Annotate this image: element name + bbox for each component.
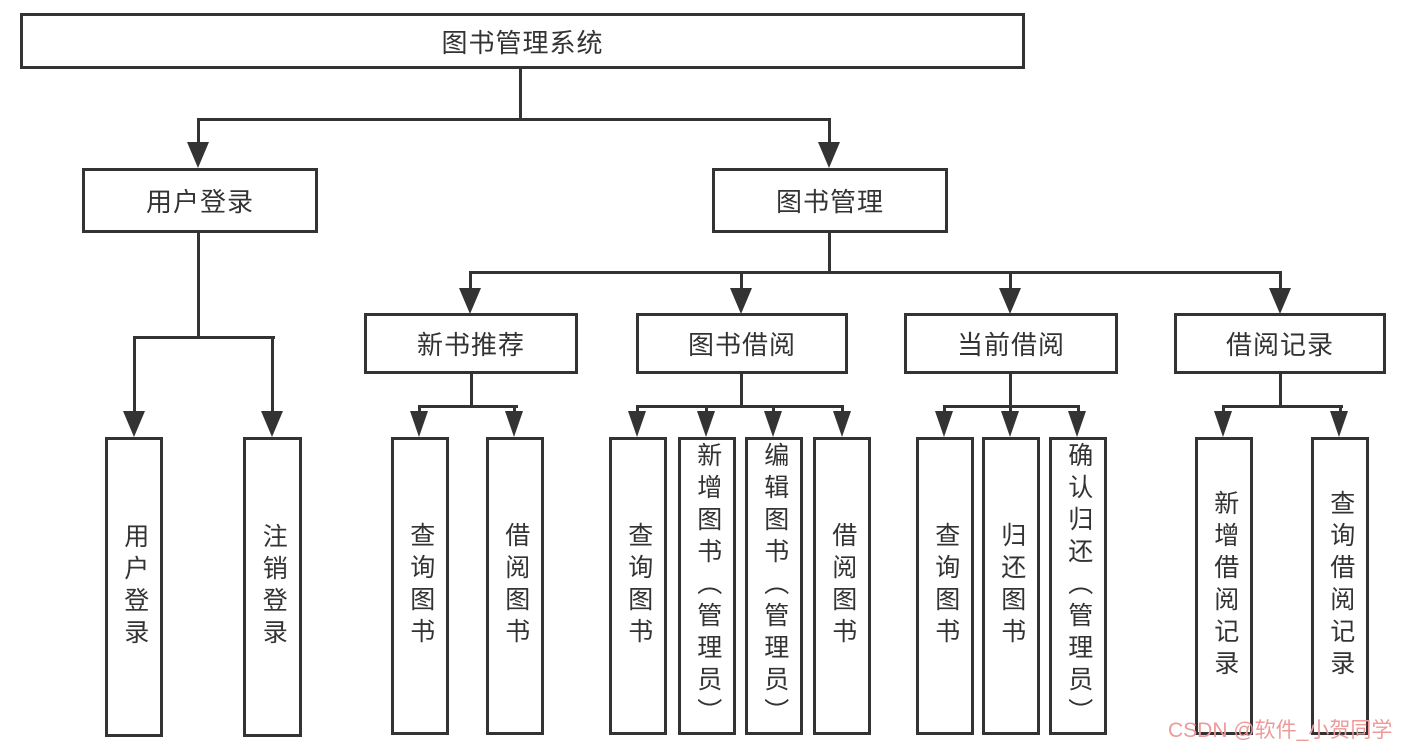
node-book-management-label: 图书管理 xyxy=(775,187,884,217)
connector-line xyxy=(197,118,200,146)
connector-line xyxy=(513,405,516,415)
leaf-logout-label: 注销登录 xyxy=(259,523,288,651)
arrowhead-down-icon xyxy=(999,288,1021,314)
leaf-query-borrow-record: 查询借阅记录 xyxy=(1311,437,1369,735)
arrowhead-down-icon xyxy=(697,411,715,437)
arrowhead-down-icon xyxy=(935,411,953,437)
arrowhead-down-icon xyxy=(505,411,523,437)
connector-line xyxy=(1009,271,1012,293)
node-book-borrowing: 图书借阅 xyxy=(636,313,848,374)
leaf-borrow-books-borrowing: 借阅图书 xyxy=(813,437,871,735)
leaf-query-books-current: 查询图书 xyxy=(916,437,974,735)
connector-line xyxy=(271,336,274,412)
leaf-borrow-books-recommend-label: 借阅图书 xyxy=(501,522,530,650)
node-user-login-label: 用户登录 xyxy=(145,187,254,217)
connector-line xyxy=(418,405,421,415)
leaf-edit-book-admin: 编辑图书（管理员） xyxy=(745,437,803,735)
leaf-confirm-return-admin-label: 确认归还（管理员） xyxy=(1064,442,1093,730)
connector-line xyxy=(519,68,522,121)
arrowhead-down-icon xyxy=(187,142,209,168)
connector-line xyxy=(828,233,831,274)
arrowhead-down-icon xyxy=(261,411,283,437)
leaf-user-login-label: 用户登录 xyxy=(120,523,149,651)
leaf-add-book-admin-label: 新增图书（管理员） xyxy=(693,442,722,730)
arrowhead-down-icon xyxy=(764,411,782,437)
connector-line xyxy=(1279,374,1282,408)
connector-line xyxy=(1077,405,1080,415)
arrowhead-down-icon xyxy=(628,411,646,437)
node-borrowing-records-label: 借阅记录 xyxy=(1225,330,1334,360)
connector-line xyxy=(740,374,743,408)
leaf-add-book-admin: 新增图书（管理员） xyxy=(678,437,736,735)
node-root-label: 图书管理系统 xyxy=(441,27,604,58)
connector-line xyxy=(636,405,844,408)
leaf-borrow-books-borrowing-label: 借阅图书 xyxy=(828,522,857,650)
node-current-borrowing-label: 当前借阅 xyxy=(956,330,1065,360)
leaf-add-borrow-record-label: 新增借阅记录 xyxy=(1210,490,1239,682)
connector-line xyxy=(133,336,136,412)
leaf-user-login: 用户登录 xyxy=(105,437,163,737)
connector-line xyxy=(1279,271,1282,293)
node-borrowing-records: 借阅记录 xyxy=(1174,313,1386,374)
watermark: CSDN @软件_小贺同学 xyxy=(1168,719,1393,742)
connector-line xyxy=(197,233,200,339)
leaf-query-books-borrowing-label: 查询图书 xyxy=(624,522,653,650)
connector-line xyxy=(1009,374,1012,408)
connector-line xyxy=(1009,405,1012,415)
leaf-add-borrow-record: 新增借阅记录 xyxy=(1195,437,1253,735)
arrowhead-down-icon xyxy=(818,142,840,168)
node-current-borrowing: 当前借阅 xyxy=(904,313,1118,374)
node-root: 图书管理系统 xyxy=(20,13,1025,69)
connector-line xyxy=(1222,405,1225,415)
connector-line xyxy=(740,271,743,293)
connector-line xyxy=(469,271,472,293)
arrowhead-down-icon xyxy=(1214,411,1232,437)
node-new-book-recommendation-label: 新书推荐 xyxy=(416,330,525,360)
leaf-query-books-recommend: 查询图书 xyxy=(391,437,449,735)
connector-line xyxy=(636,405,639,415)
connector-line xyxy=(470,374,473,408)
connector-line xyxy=(197,118,831,121)
connector-line xyxy=(772,405,775,415)
arrowhead-down-icon xyxy=(1068,411,1086,437)
leaf-borrow-books-recommend: 借阅图书 xyxy=(486,437,544,735)
connector-line xyxy=(1222,405,1343,408)
arrowhead-down-icon xyxy=(833,411,851,437)
connector-line xyxy=(133,336,275,339)
leaf-query-books-recommend-label: 查询图书 xyxy=(406,522,435,650)
leaf-return-books-label: 归还图书 xyxy=(997,522,1026,650)
arrowhead-down-icon xyxy=(1330,411,1348,437)
connector-line xyxy=(828,118,831,146)
connector-line xyxy=(943,405,946,415)
connector-line xyxy=(841,405,844,415)
arrowhead-down-icon xyxy=(1269,288,1291,314)
node-book-borrowing-label: 图书借阅 xyxy=(687,330,796,360)
connector-line xyxy=(418,405,518,408)
arrowhead-down-icon xyxy=(1001,411,1019,437)
leaf-confirm-return-admin: 确认归还（管理员） xyxy=(1049,437,1107,735)
leaf-query-books-borrowing: 查询图书 xyxy=(609,437,667,735)
leaf-query-books-current-label: 查询图书 xyxy=(931,522,960,650)
node-book-management: 图书管理 xyxy=(712,168,948,233)
leaf-edit-book-admin-label: 编辑图书（管理员） xyxy=(760,442,789,730)
arrowhead-down-icon xyxy=(123,411,145,437)
node-user-login: 用户登录 xyxy=(82,168,318,233)
connector-line xyxy=(705,405,708,415)
leaf-logout: 注销登录 xyxy=(243,437,302,737)
leaf-return-books: 归还图书 xyxy=(982,437,1040,735)
connector-line xyxy=(469,271,1282,274)
arrowhead-down-icon xyxy=(459,288,481,314)
arrowhead-down-icon xyxy=(410,411,428,437)
leaf-query-borrow-record-label: 查询借阅记录 xyxy=(1326,490,1355,682)
node-new-book-recommendation: 新书推荐 xyxy=(364,313,578,374)
connector-line xyxy=(1339,405,1342,415)
arrowhead-down-icon xyxy=(730,288,752,314)
